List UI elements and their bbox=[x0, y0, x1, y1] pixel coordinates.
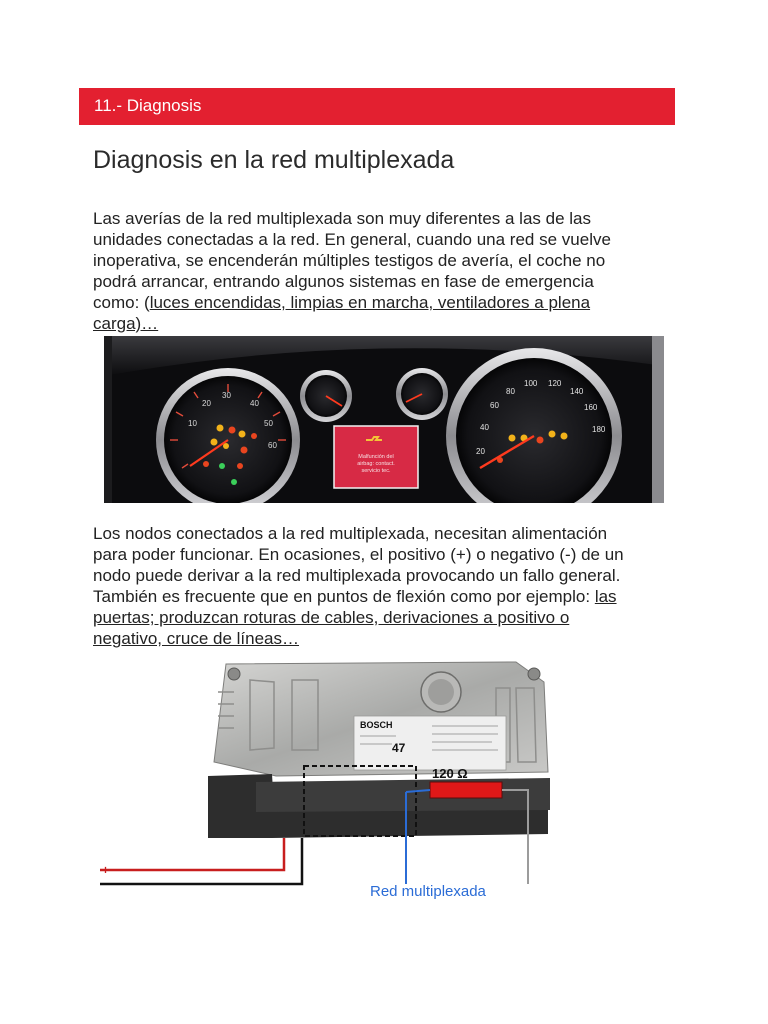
paragraph-line: como: ( bbox=[93, 293, 150, 312]
gauge-label: 20 bbox=[202, 399, 211, 408]
underlined-text: carga)… bbox=[93, 314, 159, 333]
gauge-label: 120 bbox=[548, 379, 562, 388]
underlined-text: luces encendidas, limpias en marcha, ven… bbox=[149, 293, 591, 312]
positive-label: + bbox=[102, 863, 109, 877]
screen-text: servicio tec. bbox=[361, 468, 391, 474]
gauge-label: 180 bbox=[592, 425, 606, 434]
page-title: Diagnosis en la red multiplexada bbox=[93, 146, 455, 174]
gauge-label: 50 bbox=[264, 419, 273, 428]
paragraph-averias: Las averías de la red multiplexada son m… bbox=[93, 208, 693, 334]
paragraph-line: podrá arrancar, entrando algunos sistema… bbox=[93, 272, 594, 291]
underlined-text: puertas; produzcan roturas de cables, de… bbox=[93, 608, 570, 627]
gauge-label: 60 bbox=[490, 401, 499, 410]
paragraph-line: Los nodos conectados a la red multiplexa… bbox=[93, 524, 608, 543]
ecu-part-number: 47 bbox=[392, 741, 406, 755]
underlined-text: negativo, cruce de líneas… bbox=[93, 629, 300, 648]
ecu-brand: BOSCH bbox=[360, 720, 393, 730]
resistor-label: 120 Ω bbox=[432, 766, 468, 781]
paragraph-line: inoperativa, se encenderán múltiples tes… bbox=[93, 251, 606, 270]
paragraph-nodos: Los nodos conectados a la red multiplexa… bbox=[93, 523, 693, 649]
paragraph-line: Las averías de la red multiplexada son m… bbox=[93, 209, 591, 228]
section-banner: 11.- Diagnosis bbox=[79, 88, 675, 125]
screen-text: Malfunción del bbox=[358, 454, 393, 460]
warning-lights-right bbox=[497, 430, 568, 463]
gauge-label: 60 bbox=[268, 441, 277, 450]
paragraph-line: También es frecuente que en puntos de fl… bbox=[93, 587, 595, 606]
warning-lights-left bbox=[203, 424, 257, 485]
section-label: 11.- Diagnosis bbox=[94, 96, 202, 115]
gauge-label: 140 bbox=[570, 387, 584, 396]
gauge-label: 20 bbox=[476, 447, 485, 456]
can-wire-grey bbox=[502, 789, 529, 884]
gauge-label: 30 bbox=[222, 391, 231, 400]
negative-label: - bbox=[104, 875, 109, 891]
gauge-label: 40 bbox=[480, 423, 489, 432]
gauge-label: 80 bbox=[506, 387, 515, 396]
positive-wire bbox=[100, 838, 286, 872]
ecu-diagram: BOSCH 47 120 Ω + - Red multiplexada bbox=[96, 652, 576, 908]
dashboard-photo: 10 20 30 40 50 60 bbox=[104, 336, 664, 503]
gauge-label: 100 bbox=[524, 379, 538, 388]
gauge-label: 160 bbox=[584, 403, 598, 412]
paragraph-line: nodo puede derivar a la red multiplexada… bbox=[93, 566, 621, 585]
resistor bbox=[429, 781, 503, 799]
gauge-label: 40 bbox=[250, 399, 259, 408]
underlined-text: las bbox=[594, 587, 617, 606]
paragraph-line: para poder funcionar. En ocasiones, el p… bbox=[93, 545, 624, 564]
negative-wire bbox=[100, 838, 304, 886]
gauge-label: 10 bbox=[188, 419, 197, 428]
paragraph-line: unidades conectadas a la red. En general… bbox=[93, 230, 611, 249]
bus-label: Red multiplexada bbox=[370, 883, 486, 900]
screen-text: airbag: contact. bbox=[357, 461, 395, 467]
